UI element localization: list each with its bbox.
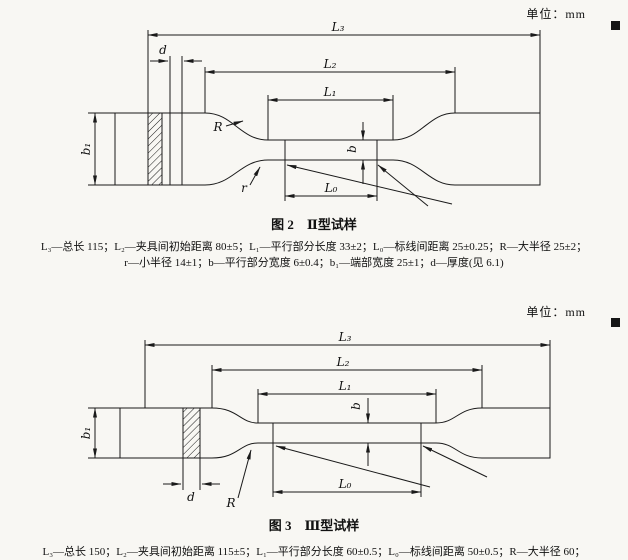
callout-R: R: [225, 449, 252, 510]
label-l1: L₁: [323, 85, 337, 99]
dim-b1: b₁: [79, 112, 115, 186]
thickness-lines: [169, 56, 183, 185]
gauge-leaders: [286, 164, 453, 207]
callout-r: r: [241, 166, 261, 195]
label-R: R: [225, 496, 235, 510]
dim-l1: L₁: [257, 379, 437, 423]
scan-artifact-mid: [611, 318, 620, 327]
gauge-leaders: [275, 445, 488, 488]
gauge-marks: [272, 423, 422, 443]
figure-2-legend-line2: r—小半径 14±1；b—平行部分宽度 6±0.4；b₁—端部宽度 25±1；d…: [124, 257, 504, 269]
label-r: r: [241, 181, 248, 195]
dim-l0: L₀: [272, 443, 422, 497]
label-l0: L₀: [338, 477, 352, 491]
figure-2-drawing: L₃ d L₂ L₁: [79, 20, 541, 207]
label-l0: L₀: [324, 181, 338, 195]
figure-3-caption: 图 3 Ⅲ型试样: [268, 518, 360, 533]
label-b1: b₁: [79, 427, 93, 440]
label-d: d: [187, 490, 195, 504]
label-l3: L₃: [331, 20, 345, 34]
dim-l3: L₃: [147, 20, 541, 113]
label-b: b: [345, 145, 359, 153]
figure-2-caption: 图 2 Ⅱ型试样: [271, 217, 357, 232]
label-l2: L₂: [323, 57, 337, 71]
clamp-hatch-band: [147, 112, 163, 186]
dim-b: b: [345, 122, 365, 184]
figure-2-legend-line1: L₃—总长 115；L₂—夹具间初始距离 80±5；L₁—平行部分长度 33±2…: [40, 241, 588, 253]
label-b1: b₁: [79, 143, 93, 156]
scan-artifact-top: [611, 21, 620, 30]
label-l1: L₁: [338, 379, 352, 393]
figure-3-drawing: L₃ L₂ L₁ b: [79, 330, 551, 510]
figure-3-legend-partial: L₃—总长 150；L₂—夹具间初始距离 115±5；L₁—平行部分长度 60±…: [42, 546, 586, 558]
clamp-hatch-band: [182, 407, 201, 459]
callout-R: R: [212, 120, 244, 134]
label-d: d: [159, 43, 167, 57]
dim-d: d: [163, 458, 220, 504]
dim-d: d: [150, 43, 202, 63]
dim-l2: L₂: [211, 355, 483, 408]
dim-l1: L₁: [267, 85, 394, 140]
dim-l3: L₃: [144, 330, 551, 408]
dim-b: b: [349, 398, 370, 466]
specimen-outline: [119, 407, 551, 459]
label-b: b: [349, 402, 363, 410]
dim-b1: b₁: [79, 407, 120, 459]
specimen-outline: [114, 112, 541, 186]
unit-label-mid: 单位：mm: [526, 305, 586, 319]
label-R: R: [212, 120, 222, 134]
label-l2: L₂: [336, 355, 350, 369]
label-l3: L₃: [338, 330, 352, 344]
dim-l0: L₀: [284, 160, 378, 201]
unit-label-top: 单位：mm: [526, 7, 586, 21]
dim-l2: L₂: [204, 57, 456, 113]
gauge-marks: [284, 140, 378, 160]
